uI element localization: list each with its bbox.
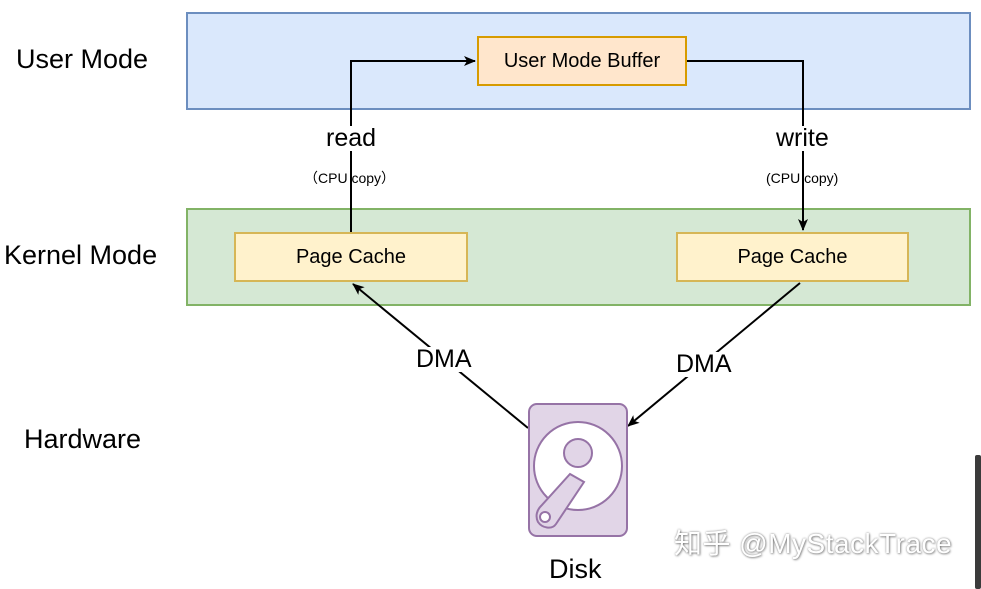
write-cpu-copy-note: (CPU copy) xyxy=(766,170,839,186)
layer-label-hardware: Hardware xyxy=(24,424,142,454)
write-connector xyxy=(687,60,808,231)
scrollbar-thumb[interactable] xyxy=(975,455,981,589)
layer-label-kernel: Kernel Mode xyxy=(4,240,158,270)
write-label: write xyxy=(774,124,831,152)
disk-icon xyxy=(528,403,628,537)
read-connector xyxy=(350,56,476,232)
disk-label: Disk xyxy=(549,554,602,584)
page-cache-right-box: Page Cache xyxy=(676,232,909,282)
watermark: 知乎 @MyStackTrace xyxy=(674,528,953,559)
user-mode-buffer-box: User Mode Buffer xyxy=(477,36,687,86)
page-cache-left-box: Page Cache xyxy=(234,232,468,282)
user-mode-band xyxy=(186,12,971,110)
dma-left-label: DMA xyxy=(414,345,474,373)
dma-right-label: DMA xyxy=(674,350,734,378)
layer-label-user: User Mode xyxy=(16,44,149,74)
read-cpu-copy-note: （CPU copy） xyxy=(304,170,396,186)
read-label: read xyxy=(324,124,379,152)
